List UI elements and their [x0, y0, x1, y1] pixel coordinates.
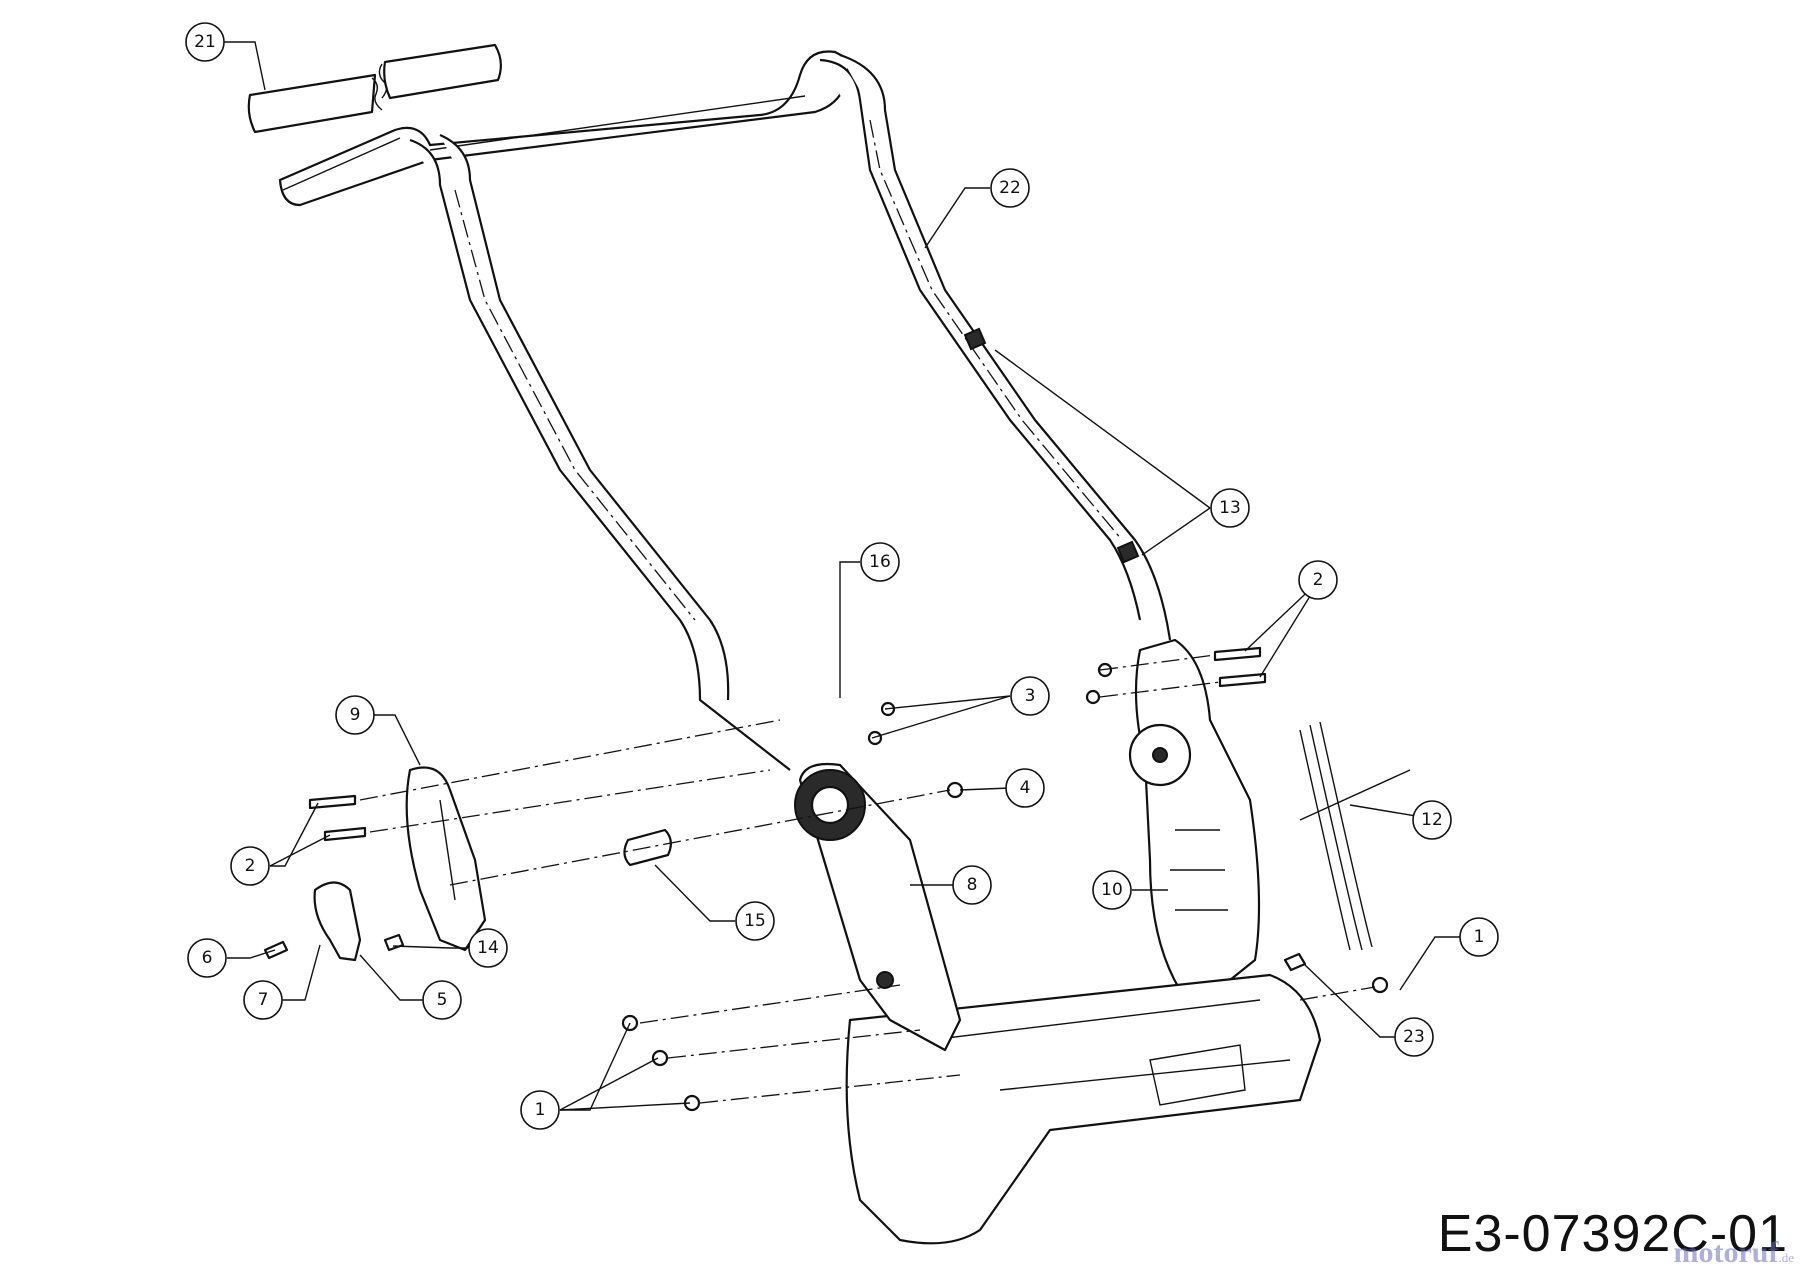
callout-13: 13	[1210, 488, 1250, 528]
callout-10: 10	[1092, 870, 1132, 910]
svg-text:10: 10	[1101, 880, 1123, 900]
cable-clip-part	[963, 327, 1140, 564]
svg-text:2: 2	[245, 856, 256, 876]
svg-text:3: 3	[1025, 686, 1036, 706]
callout-15: 15	[735, 901, 775, 941]
mower-deck-housing	[845, 973, 1322, 1245]
callout-22: 22	[990, 168, 1030, 208]
adjuster-knob-part	[263, 881, 405, 962]
callout-1-left: 1	[520, 1090, 560, 1130]
callout-6: 6	[187, 938, 227, 978]
callout-21: 21	[185, 22, 225, 62]
svg-text:5: 5	[437, 990, 448, 1010]
wheel-bracket-part	[794, 762, 962, 1052]
callout-23: 23	[1394, 1017, 1434, 1057]
upper-handle-part	[278, 50, 1172, 771]
watermark-tld: .de	[1778, 1250, 1794, 1265]
leader-lines	[223, 41, 1480, 1111]
callout-16: 16	[860, 542, 900, 582]
svg-text:23: 23	[1403, 1027, 1425, 1047]
svg-text:14: 14	[477, 938, 499, 958]
callout-7: 7	[243, 980, 283, 1020]
svg-text:1: 1	[1474, 927, 1485, 947]
svg-text:6: 6	[202, 948, 213, 968]
callout-9: 9	[335, 695, 375, 735]
callout-5: 5	[422, 980, 462, 1020]
svg-text:22: 22	[999, 178, 1021, 198]
watermark-brand: motoruf	[1673, 1236, 1779, 1269]
callout-8: 8	[952, 865, 992, 905]
svg-text:12: 12	[1421, 810, 1443, 830]
svg-text:13: 13	[1219, 498, 1241, 518]
callouts: 21 22 13 16 2 3 9 4 2 15 8 10 12 6 14 7 …	[185, 22, 1499, 1130]
callout-12: 12	[1412, 800, 1452, 840]
svg-text:16: 16	[869, 552, 891, 572]
svg-text:21: 21	[194, 32, 216, 52]
svg-text:8: 8	[967, 875, 978, 895]
callout-2-right: 2	[1298, 560, 1338, 600]
svg-text:7: 7	[258, 990, 269, 1010]
svg-text:9: 9	[350, 705, 361, 725]
svg-text:4: 4	[1020, 778, 1031, 798]
svg-text:2: 2	[1313, 570, 1324, 590]
callout-14: 14	[468, 928, 508, 968]
callout-2-left: 2	[230, 846, 270, 886]
assembly-lines	[359, 654, 1376, 1104]
callout-1-right: 1	[1459, 917, 1499, 957]
watermark-logo: motoruf.de	[1673, 1236, 1794, 1270]
cable-tie-part	[1299, 721, 1411, 951]
svg-text:15: 15	[744, 911, 766, 931]
drawing-code: E3-07392C-01	[1437, 1205, 1788, 1263]
handle-grip-part	[247, 43, 502, 134]
lower-handle-bracket-part	[1128, 638, 1261, 992]
height-adjuster-lever-part	[405, 766, 487, 952]
callout-4: 4	[1005, 768, 1045, 808]
svg-text:1: 1	[535, 1100, 546, 1120]
callout-3: 3	[1010, 676, 1050, 716]
